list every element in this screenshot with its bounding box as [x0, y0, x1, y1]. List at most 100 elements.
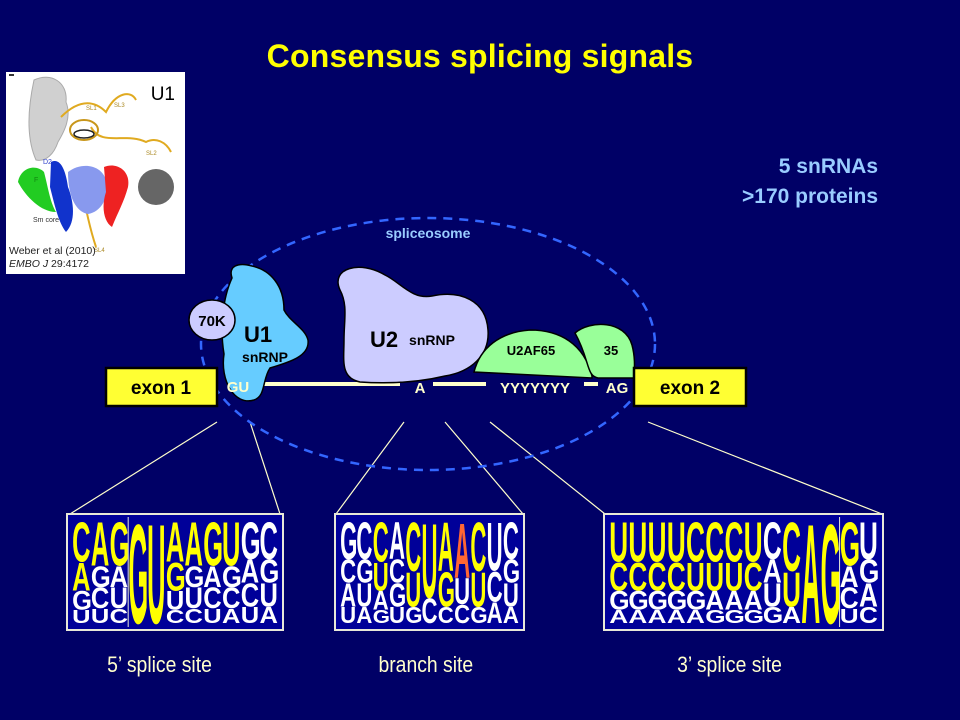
label-3-splice-site: 3’ splice site: [677, 652, 782, 677]
logo-letter-a: A: [840, 560, 859, 593]
citation: Weber et al (2010) EMBO J 29:4172: [9, 245, 96, 271]
inset-u1-label: U1: [150, 84, 175, 105]
logo-letter-a: A: [259, 603, 277, 629]
logo-letter-a: A: [373, 587, 389, 616]
u2af35-shape: [574, 323, 636, 379]
connector-line: [69, 421, 218, 515]
spliceosome-outline: [199, 216, 657, 472]
logo-letter-c: C: [185, 604, 204, 627]
u1-label: U1: [244, 322, 272, 347]
u1-70k-shape: [188, 299, 236, 341]
logo-letter-c: C: [705, 515, 724, 574]
connector-line: [335, 421, 405, 515]
logo-letter-c: C: [628, 555, 647, 600]
logo-letter-a: A: [763, 554, 782, 591]
exon-1-box: [104, 366, 219, 408]
logo-letter-u: U: [373, 554, 389, 599]
u2-snrnp-label: snRNP: [409, 332, 455, 348]
logo-letter-a: A: [686, 606, 705, 627]
u2af65-label: U2AF65: [507, 343, 555, 358]
logo-letter-c: C: [648, 555, 667, 600]
logo-letter-c: C: [241, 577, 259, 614]
u2-snrnp-shape: [337, 266, 489, 384]
logo-letter-c: C: [389, 553, 405, 589]
logo-letter-g: G: [340, 515, 357, 571]
slide-title: Consensus splicing signals: [266, 38, 694, 74]
logo-letter-c: C: [91, 581, 109, 614]
svg-text:D2: D2: [43, 159, 52, 166]
logo-letter-u: U: [185, 581, 203, 614]
svg-text:SL2: SL2: [146, 151, 157, 157]
logo-letter-u: U: [648, 515, 667, 574]
ag-label: AG: [606, 380, 629, 397]
citation-journal-line: EMBO J 29:4172: [9, 258, 96, 271]
logo-letter-u: U: [628, 515, 647, 574]
logo-letter-a: A: [389, 515, 405, 571]
logo-letter-g: G: [356, 553, 373, 589]
logo-letter-c: C: [724, 515, 743, 574]
connector-line: [489, 421, 606, 515]
logo-letter-g: G: [128, 515, 148, 629]
u2-label: U2: [370, 327, 398, 352]
logo-letter-g: G: [648, 585, 668, 615]
logo-letter-g: G: [241, 515, 261, 570]
svg-text:SL3: SL3: [114, 103, 125, 109]
logo-letter-a: A: [454, 515, 470, 595]
logo-letter-a: A: [110, 560, 128, 593]
gu-label: GU: [227, 379, 250, 396]
logo-letter-u: U: [110, 581, 128, 614]
logo-letter-u: U: [686, 555, 705, 600]
protein-count: >170 proteins: [742, 185, 878, 208]
logo-letter-u: U: [782, 563, 801, 618]
logo-letter-g: G: [470, 603, 487, 628]
logo-letter-u: U: [422, 515, 438, 621]
exon-2-box: [632, 366, 748, 408]
logo-letter-a: A: [782, 603, 801, 628]
exon-1-label: exon 1: [131, 378, 192, 399]
logo-letter-u: U: [259, 577, 277, 614]
logo-letter-g: G: [222, 560, 242, 593]
u1-structure-image: Sm core D2 F SL1 SL3 SL2 SL4: [9, 74, 174, 254]
label-branch-site: branch site: [378, 652, 474, 677]
logo-letter-g: G: [724, 606, 744, 627]
logo-letter-c: C: [470, 515, 486, 586]
logo-letter-a: A: [628, 606, 647, 627]
logo-letter-a: A: [503, 603, 519, 628]
logo-letter-u: U: [389, 603, 405, 628]
logo-letter-g: G: [373, 607, 390, 628]
label-5-splice-site: 5’ splice site: [107, 652, 212, 677]
logo-letter-u: U: [487, 515, 503, 585]
logo-letter-c: C: [110, 604, 129, 627]
citation-journal: EMBO J: [9, 258, 49, 270]
logo-letter-a: A: [340, 577, 356, 613]
connector-line: [647, 421, 883, 515]
logo-letter-a: A: [222, 604, 241, 627]
logo-letter-u: U: [340, 603, 356, 628]
logo-letter-u: U: [72, 606, 90, 627]
logo-letter-u: U: [503, 577, 519, 613]
logo-letter-c: C: [222, 581, 240, 614]
logo-letter-u: U: [724, 555, 743, 600]
logo-letter-g: G: [667, 585, 687, 615]
logo-letter-a: A: [166, 515, 184, 574]
logo-letter-c: C: [373, 515, 389, 575]
logo-letter-g: G: [503, 553, 520, 589]
logo-letter-c: C: [405, 515, 421, 586]
logo-letter-a: A: [724, 585, 743, 615]
logo-letter-a: A: [667, 606, 686, 627]
polypyrimidine-tract-label: YYYYYYY: [500, 380, 570, 397]
spliceosome-stats: 5 snRNAs >170 proteins: [742, 152, 878, 212]
logo-letter-c: C: [454, 600, 470, 629]
logo-letter-c: C: [859, 603, 878, 628]
logo-letter-u: U: [705, 555, 724, 600]
logo-letter-a: A: [859, 578, 878, 615]
logo-letter-g: G: [763, 603, 783, 628]
logo-letter-u: U: [859, 515, 878, 570]
logo-letter-a: A: [744, 585, 763, 615]
logo-letter-c: C: [166, 606, 184, 627]
u1-structure-inset: Sm core D2 F SL1 SL3 SL2 SL4 U1 Weber et…: [6, 72, 185, 274]
